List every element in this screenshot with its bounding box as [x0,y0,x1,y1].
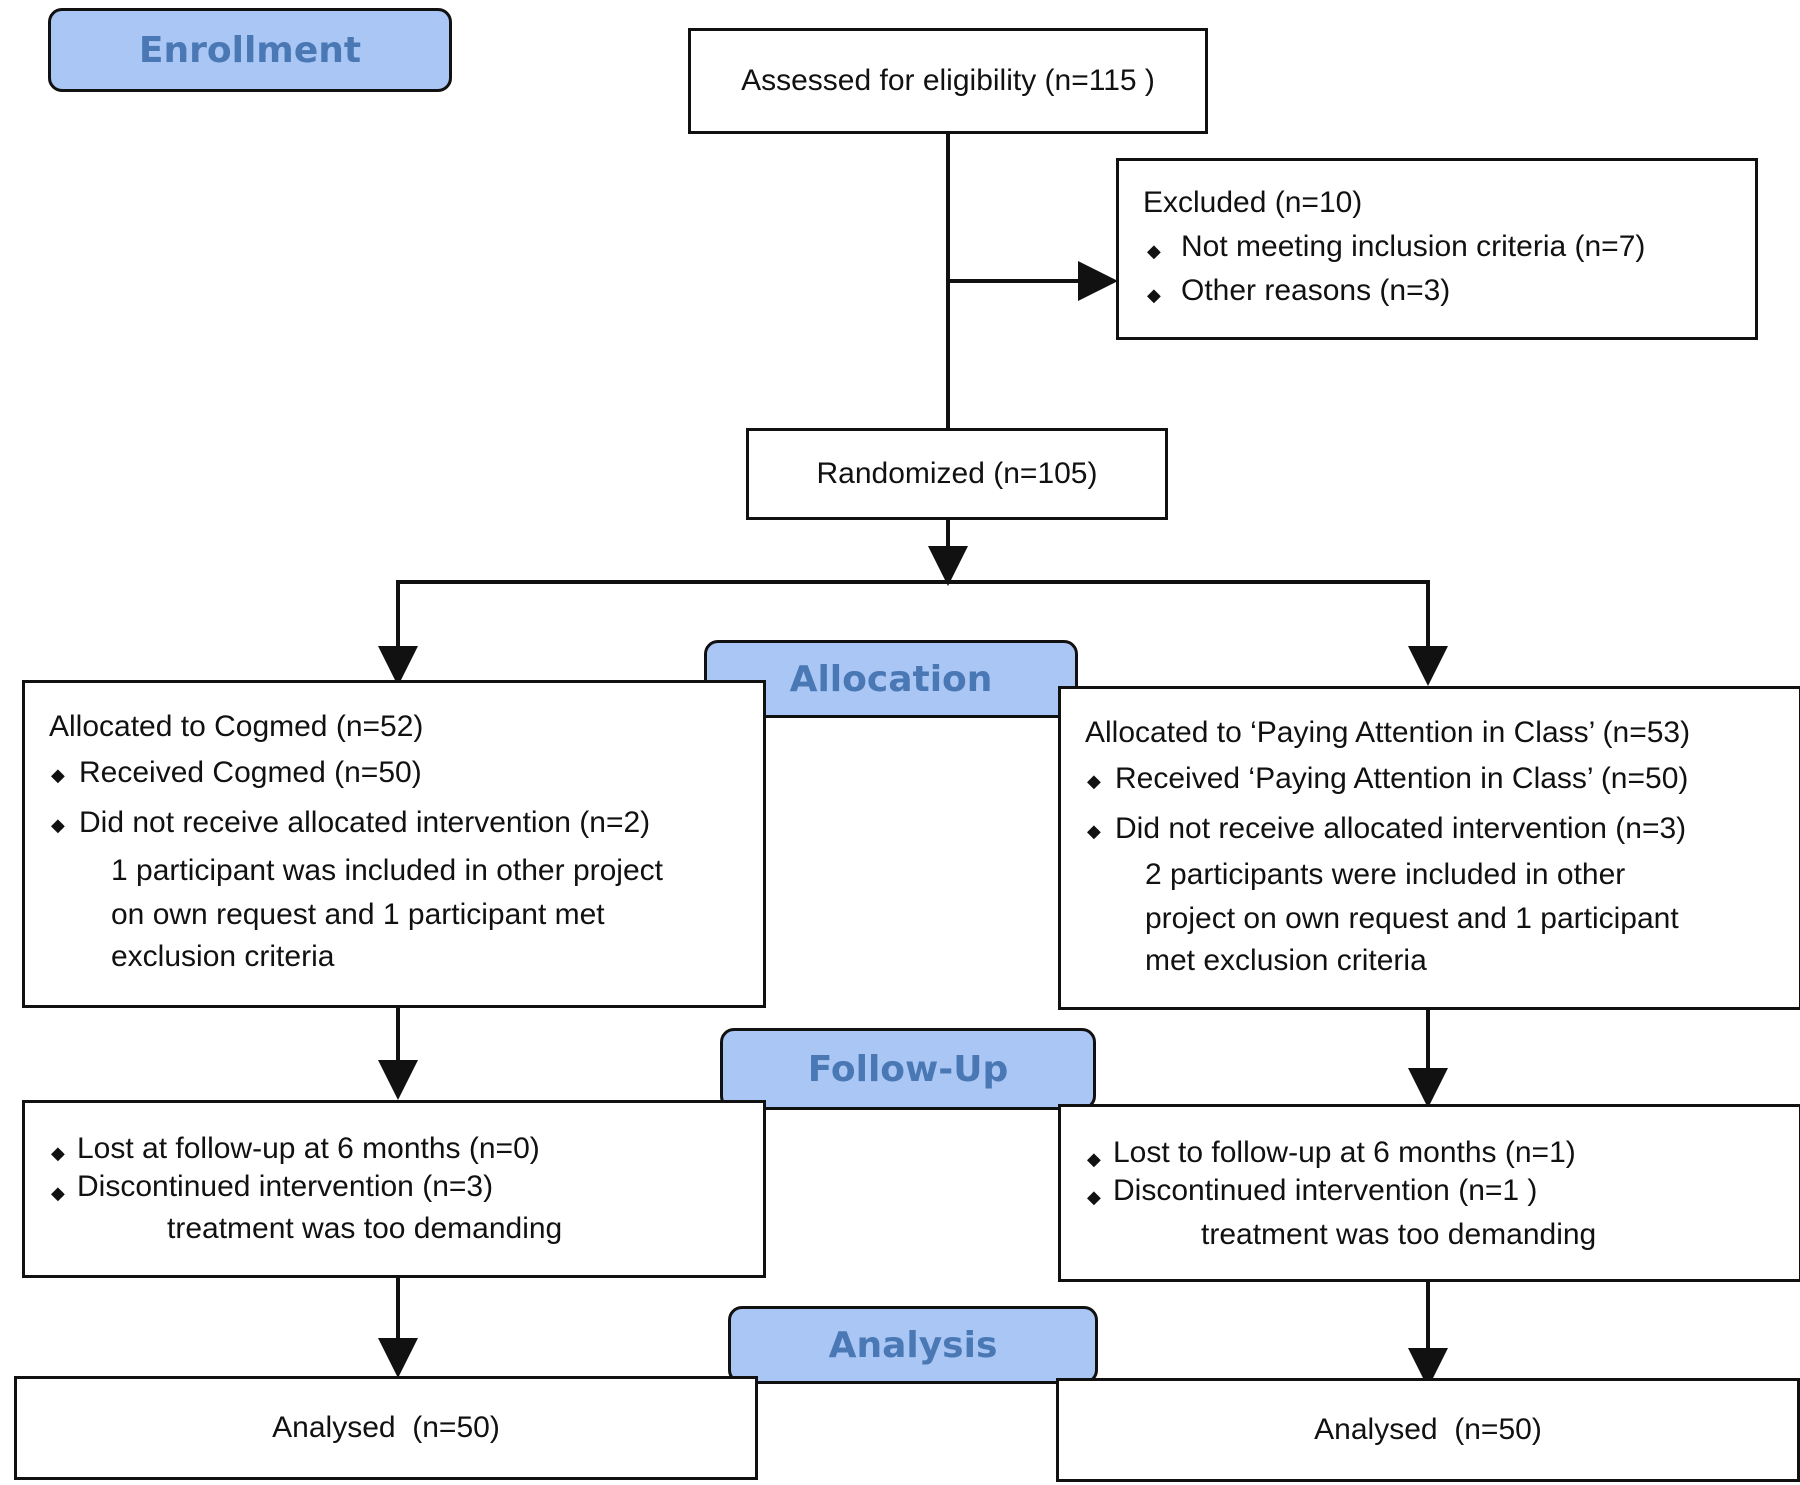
right-reason-line: 2 participants were included in other [1145,858,1626,891]
left-received-text: Received Cogmed (n=50) [79,756,422,789]
assessed-box: Assessed for eligibility (n=115 ) [688,28,1208,134]
assessed-text: Assessed for eligibility (n=115 ) [741,64,1155,97]
stage-follow-up: Follow-Up [720,1028,1096,1110]
stage-allocation: Allocation [704,640,1078,718]
right-received-text: Received ‘Paying Attention in Class’ (n=… [1115,762,1689,795]
bullet-icon: ◆ [1147,285,1161,305]
bullet-icon: ◆ [51,1183,65,1203]
right-discontinued-text: Discontinued intervention (n=1 ) [1113,1174,1538,1207]
left-analysed-text: Analysed (n=50) [272,1411,500,1444]
left-reason-line: 1 participant was included in other proj… [111,854,663,887]
left-discontinued-reason: treatment was too demanding [167,1212,563,1245]
right-allocated-text: Allocated to ‘Paying Attention in Class’… [1085,716,1691,749]
right-discontinued-reason: treatment was too demanding [1201,1218,1597,1251]
excluded-item: Other reasons (n=3) [1181,274,1451,307]
left-analysis-box: Analysed (n=50) [14,1376,758,1480]
left-reason-line: on own request and 1 participant met [111,898,605,931]
bullet-icon: ◆ [51,1143,65,1163]
right-analysis-box: Analysed (n=50) [1056,1378,1800,1482]
bullet-icon: ◆ [51,765,65,785]
randomized-text: Randomized (n=105) [816,457,1098,490]
right-reason-line: met exclusion criteria [1145,944,1427,977]
connector-split [396,580,1430,682]
bullet-icon: ◆ [1087,1149,1101,1169]
right-reason-line: project on own request and 1 participant [1145,902,1679,935]
excluded-box: Excluded (n=10) ◆ Not meeting inclusion … [1116,158,1758,340]
left-allocated-text: Allocated to Cogmed (n=52) [49,710,424,743]
bullet-icon: ◆ [1147,241,1161,261]
stage-analysis: Analysis [728,1306,1098,1384]
right-lost-text: Lost to follow-up at 6 months (n=1) [1113,1136,1576,1169]
right-allocation-box: Allocated to ‘Paying Attention in Class’… [1058,686,1800,1010]
bullet-icon: ◆ [1087,771,1101,791]
left-discontinued-text: Discontinued intervention (n=3) [77,1170,494,1203]
left-allocation-box: Allocated to Cogmed (n=52) ◆ Received Co… [22,680,766,1008]
randomized-box: Randomized (n=105) [746,428,1168,520]
left-lost-text: Lost at follow-up at 6 months (n=0) [77,1132,540,1165]
stage-enrollment: Enrollment [48,8,452,92]
left-not-received-text: Did not receive allocated intervention (… [79,806,651,839]
excluded-item: Not meeting inclusion criteria (n=7) [1181,230,1646,263]
bullet-icon: ◆ [1087,821,1101,841]
right-not-received-text: Did not receive allocated intervention (… [1115,812,1687,845]
left-reason-line: exclusion criteria [111,940,335,973]
right-analysed-text: Analysed (n=50) [1314,1413,1542,1446]
bullet-icon: ◆ [51,815,65,835]
excluded-title: Excluded (n=10) [1143,186,1363,219]
bullet-icon: ◆ [1087,1187,1101,1207]
left-followup-box: ◆ Lost at follow-up at 6 months (n=0) ◆ … [22,1100,766,1278]
right-followup-box: ◆ Lost to follow-up at 6 months (n=1) ◆ … [1058,1104,1800,1282]
